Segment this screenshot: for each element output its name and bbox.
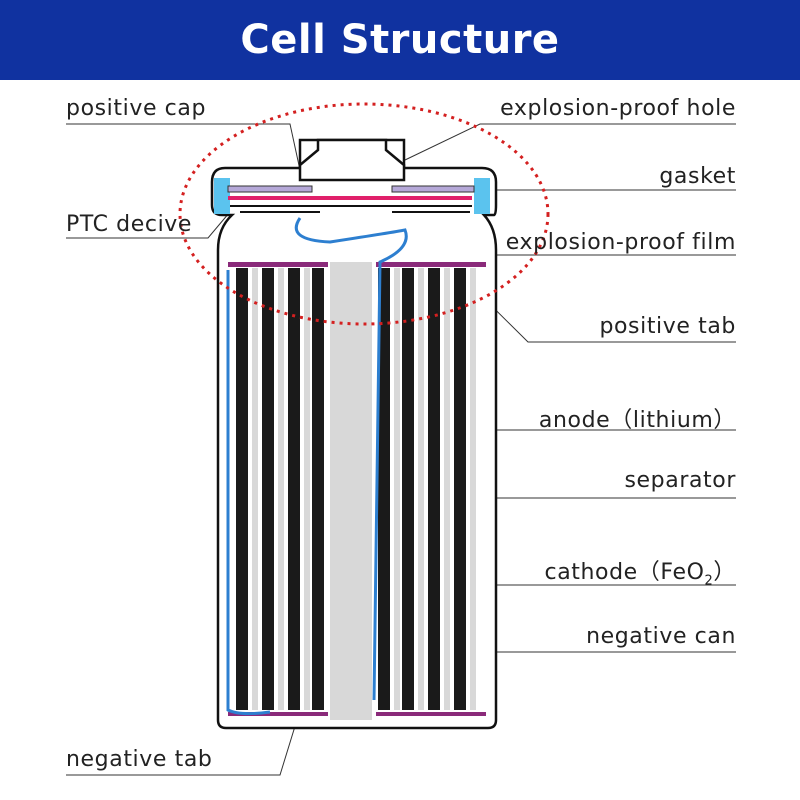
gasket-left: [214, 178, 230, 214]
label-cathode-prefix: cathode（Fe: [544, 560, 687, 585]
gasket-right: [474, 178, 490, 214]
label-ptc-device: PTC decive: [66, 212, 193, 237]
leader-lines: [66, 123, 736, 776]
label-cathode-suffix: ）: [713, 560, 736, 585]
leader-negative-tab: [66, 709, 301, 776]
top-collector-left: [228, 262, 328, 267]
electrode-stack-left: [236, 268, 324, 710]
negative-tab-wire: [226, 270, 271, 716]
label-explosion-proof-hole: explosion-proof hole: [500, 96, 736, 121]
positive-cap: [298, 138, 406, 182]
label-cathode-sub: 2: [704, 573, 714, 589]
label-anode: anode（lithium）: [538, 408, 736, 433]
label-gasket: gasket: [659, 164, 736, 189]
center-separator: [330, 262, 372, 720]
label-positive-tab: positive tab: [599, 314, 736, 339]
ptc-device: [228, 196, 472, 200]
page-title: Cell Structure: [240, 17, 560, 63]
cap-plate-left: [227, 185, 313, 193]
label-cathode-o: O: [686, 560, 705, 585]
leader-explosion-hole: [404, 123, 736, 161]
title-bar: Cell Structure: [0, 0, 800, 80]
label-positive-cap: positive cap: [66, 96, 207, 121]
label-negative-tab: negative tab: [66, 747, 213, 772]
top-collector-right: [376, 262, 486, 267]
positive-tab-wire: [294, 217, 408, 701]
label-explosion-proof-film: explosion-proof film: [505, 230, 736, 255]
leader-positive-cap: [66, 123, 301, 171]
electrode-stack-right: [378, 268, 476, 710]
label-cathode: cathode（FeO2）: [545, 554, 737, 588]
bottom-collector-right: [376, 712, 486, 716]
highlight-ellipse: [178, 102, 550, 326]
label-negative-can: negative can: [586, 624, 736, 649]
cap-plate-right: [391, 185, 475, 193]
bottom-collector-left: [228, 712, 328, 716]
label-separator: separator: [624, 468, 736, 493]
